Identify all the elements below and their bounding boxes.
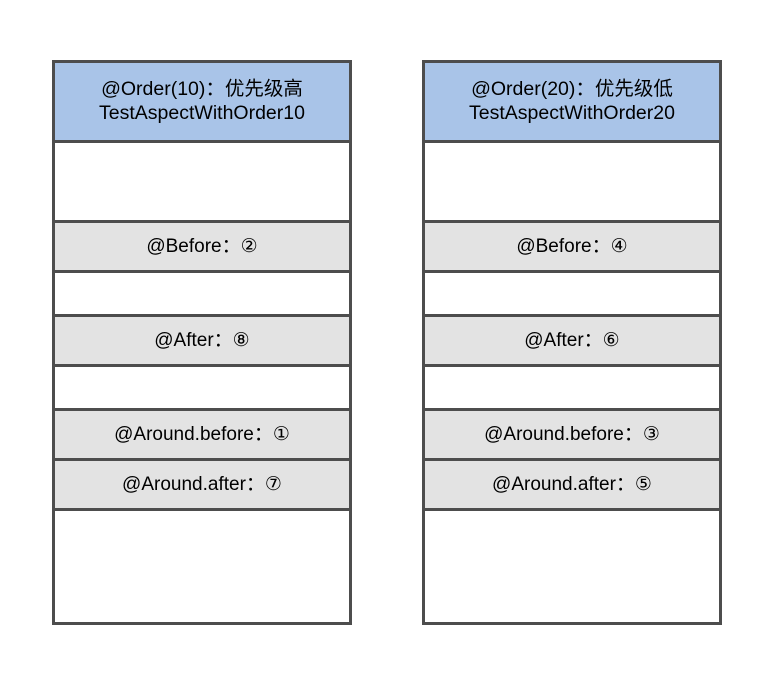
spacer-row [55, 367, 349, 411]
advice-label-around-after: @Around.after：⑦ [122, 473, 282, 495]
advice-row-around-before: @Around.before：③ [425, 411, 719, 461]
advice-label-around-before: @Around.before：③ [484, 423, 660, 445]
advice-label-around-after: @Around.after：⑤ [492, 473, 652, 495]
advice-label-after: @After：⑧ [154, 329, 250, 351]
advice-row-after: @After：⑧ [55, 317, 349, 367]
spacer-row [425, 511, 719, 594]
advice-row-around-before: @Around.before：① [55, 411, 349, 461]
aspect-header-line1: @Order(10)：优先级高 [101, 77, 303, 100]
spacer-row [55, 273, 349, 317]
aspect-header-line2: TestAspectWithOrder20 [469, 101, 675, 124]
aspect-header-order10: @Order(10)：优先级高 TestAspectWithOrder10 [55, 63, 349, 143]
advice-label-before: @Before：④ [516, 235, 628, 257]
aspect-header-order20: @Order(20)：优先级低 TestAspectWithOrder20 [425, 63, 719, 143]
advice-row-before: @Before：④ [425, 223, 719, 273]
advice-label-after: @After：⑥ [524, 329, 620, 351]
advice-row-before: @Before：② [55, 223, 349, 273]
aspect-box-order20: @Order(20)：优先级低 TestAspectWithOrder20 @B… [422, 60, 722, 625]
spacer-row [55, 143, 349, 223]
advice-label-around-before: @Around.before：① [114, 423, 290, 445]
advice-row-around-after: @Around.after：⑦ [55, 461, 349, 511]
advice-row-after: @After：⑥ [425, 317, 719, 367]
aspect-box-order10: @Order(10)：优先级高 TestAspectWithOrder10 @B… [52, 60, 352, 625]
spacer-row [425, 273, 719, 317]
advice-row-around-after: @Around.after：⑤ [425, 461, 719, 511]
spacer-row [425, 367, 719, 411]
aspect-header-line2: TestAspectWithOrder10 [99, 101, 305, 124]
aspect-header-line1: @Order(20)：优先级低 [471, 77, 673, 100]
spacer-row [55, 511, 349, 594]
spacer-row [425, 143, 719, 223]
advice-label-before: @Before：② [146, 235, 258, 257]
